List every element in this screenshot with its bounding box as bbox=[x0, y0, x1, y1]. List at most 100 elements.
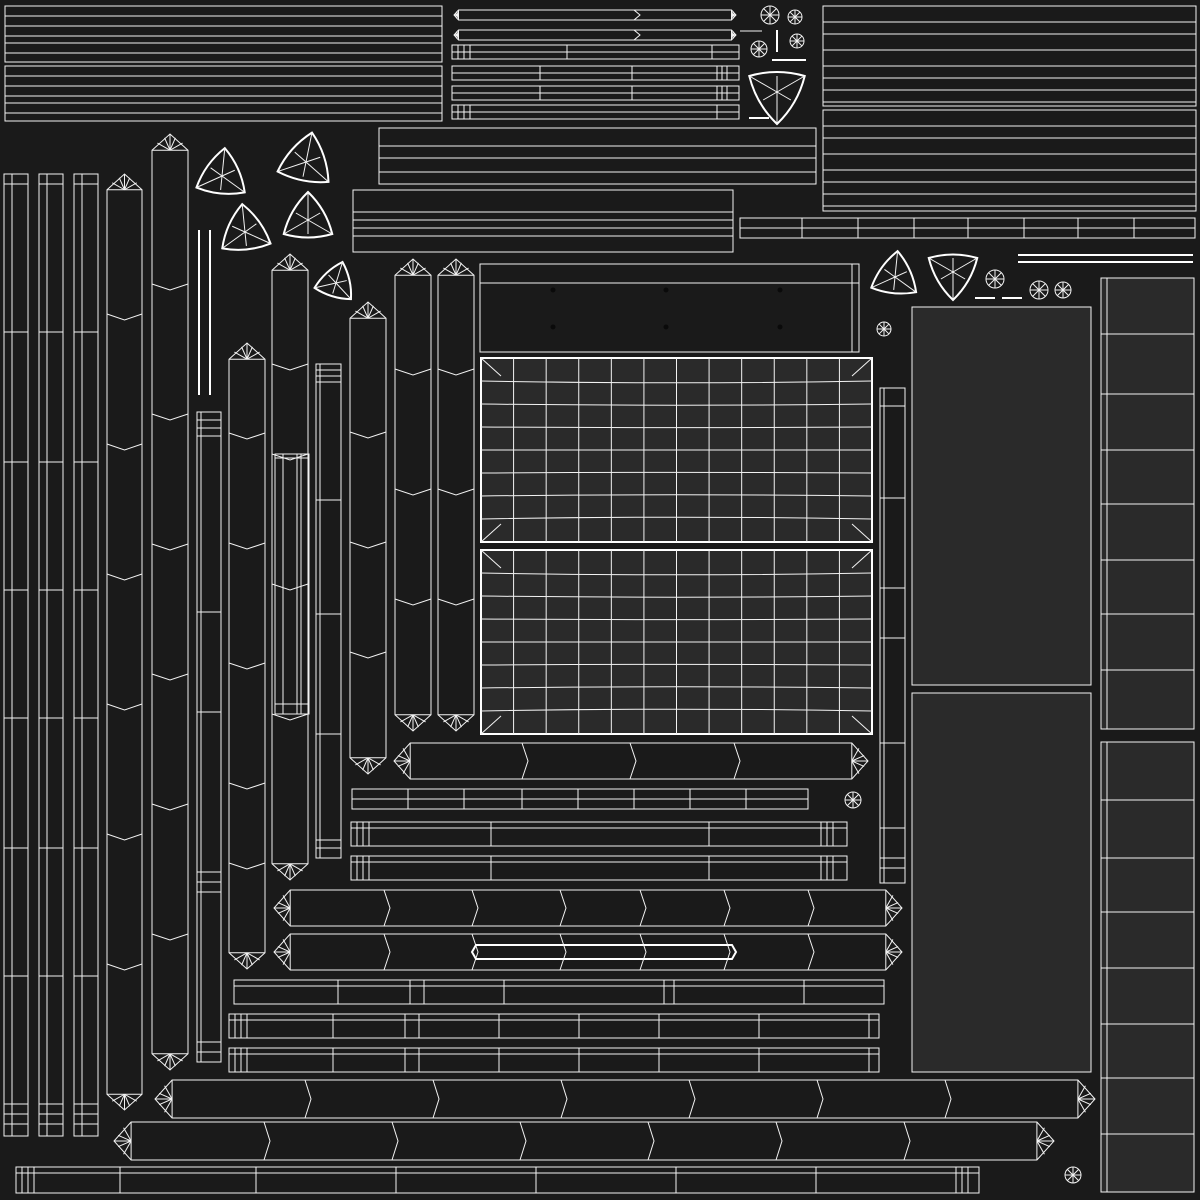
h-post-c-cap-right bbox=[885, 946, 899, 953]
rosette-top-b-spoke bbox=[789, 16, 796, 23]
left-post-d-cap-top bbox=[289, 257, 296, 271]
left-post-d-seg bbox=[271, 363, 309, 371]
left-post-a-seg bbox=[106, 443, 143, 451]
rosette-top-b-spoke bbox=[794, 11, 801, 18]
gem-top-spoke bbox=[776, 75, 805, 93]
left-post-c-seg bbox=[228, 782, 266, 790]
h-post-d-seg bbox=[688, 1079, 696, 1119]
h-post-d-cap-left bbox=[158, 1092, 173, 1100]
h-post-a-cap-left bbox=[402, 760, 411, 774]
gem-e-spoke bbox=[335, 282, 352, 300]
rosette-top-c-spoke bbox=[752, 48, 760, 56]
grid-panel-bottom-corner bbox=[480, 715, 502, 735]
h-post-b-cap-right bbox=[885, 907, 899, 914]
left-post-a-cap-bottom bbox=[118, 1094, 125, 1107]
left-post-g-cap-bottom bbox=[450, 714, 457, 728]
h-post-c-seg bbox=[471, 933, 479, 971]
gem-f-spoke bbox=[893, 276, 896, 290]
h-post-c-cap-right bbox=[885, 939, 894, 953]
left-post-e-cap-top bbox=[367, 305, 374, 319]
left-post-c-seg bbox=[228, 542, 266, 550]
h-post-d-seg bbox=[560, 1079, 568, 1119]
rosette-right-c-spoke bbox=[1056, 289, 1064, 297]
grid-panel-bottom-row bbox=[480, 618, 873, 621]
top-left-stripes-a bbox=[4, 5, 443, 63]
h-post-c-seg bbox=[639, 933, 647, 971]
gem-c-spoke bbox=[241, 204, 246, 233]
h-post-a-cap-right bbox=[851, 748, 860, 762]
left-post-e-cap-bottom bbox=[362, 757, 369, 771]
rosette-top-c-spoke bbox=[758, 42, 766, 50]
rosette-right-d-spoke bbox=[883, 328, 890, 335]
grid-panel-top-row bbox=[480, 494, 873, 497]
left-post-b-cap-bottom bbox=[164, 1053, 171, 1067]
gem-a bbox=[195, 146, 246, 195]
h-post-a-cap-right bbox=[851, 755, 865, 762]
h-post-d-seg bbox=[304, 1079, 312, 1119]
cushion-a bbox=[911, 306, 1092, 686]
left-post-c-seg bbox=[228, 862, 266, 870]
left-plank-b bbox=[38, 173, 64, 1137]
gem-a-spoke bbox=[221, 169, 235, 177]
left-post-e-cap-top bbox=[367, 310, 381, 319]
left-post-e-cap-bottom bbox=[355, 757, 369, 766]
gem-g-spoke bbox=[952, 271, 966, 280]
h-post-e-cap-right bbox=[1036, 1127, 1045, 1142]
gem-d bbox=[282, 190, 334, 239]
h-plank-g bbox=[15, 1166, 980, 1194]
grid-panel-top-corner bbox=[851, 357, 873, 377]
h-post-a-cap-left bbox=[397, 755, 411, 762]
rosette-right-d-spoke bbox=[878, 328, 885, 335]
gem-g-spoke bbox=[940, 271, 954, 280]
rosette-bottom-spoke bbox=[1066, 1168, 1074, 1176]
h-post-a-cap-left bbox=[402, 748, 411, 762]
rosette-mid-spoke bbox=[846, 793, 854, 801]
grid-panel-top-corner bbox=[480, 523, 502, 543]
rosette-right-c-spoke bbox=[1062, 289, 1070, 297]
left-post-d-cap-top bbox=[277, 262, 291, 271]
gem-f-spoke bbox=[894, 251, 899, 278]
gem-e bbox=[313, 260, 353, 301]
left-post-c-cap-bottom bbox=[234, 952, 248, 961]
left-post-c-seg bbox=[228, 432, 266, 440]
h-post-b-cap-left bbox=[282, 907, 291, 921]
left-plank-c bbox=[73, 173, 99, 1137]
left-post-e-cap-top bbox=[362, 305, 369, 319]
left-post-g-cap-bottom bbox=[455, 714, 469, 723]
h-post-e-seg bbox=[903, 1121, 911, 1161]
grid-panel-top-corner bbox=[480, 357, 502, 377]
left-post-a-cap-bottom bbox=[124, 1093, 137, 1102]
left-post-c-cap-bottom bbox=[246, 952, 260, 961]
left-post-f-cap-top bbox=[412, 262, 419, 276]
gem-top bbox=[748, 71, 806, 126]
h-post-d-seg bbox=[432, 1079, 440, 1119]
h-post-c-seg bbox=[723, 933, 731, 971]
mid-stripes-b bbox=[352, 189, 734, 253]
rosette-top-d-spoke bbox=[791, 40, 798, 47]
gem-c-spoke bbox=[232, 225, 246, 233]
h-post-a-cap-right bbox=[851, 760, 860, 774]
rosette-top-c-spoke bbox=[752, 42, 760, 50]
h-post-b-seg bbox=[471, 889, 479, 927]
left-post-b-cap-top bbox=[157, 142, 171, 151]
h-post-c-cap-left bbox=[282, 939, 291, 953]
h-post-c-cap-left bbox=[282, 951, 291, 965]
board-dot bbox=[550, 287, 556, 293]
left-post-a-seg bbox=[106, 703, 143, 711]
rosette-top-d-spoke bbox=[791, 35, 798, 42]
left-post-e-seg bbox=[349, 651, 387, 659]
h-post-d-cap-right bbox=[1077, 1085, 1086, 1100]
dotted-board bbox=[479, 263, 860, 353]
left-post-g-seg bbox=[437, 368, 475, 376]
left-post-b-seg bbox=[151, 283, 189, 291]
left-post-g-cap-top bbox=[455, 262, 462, 276]
rosette-bottom-spoke bbox=[1072, 1174, 1080, 1182]
grid-panel-bottom-row bbox=[480, 572, 873, 576]
gem-d-spoke bbox=[307, 219, 333, 235]
h-post-a-seg bbox=[733, 742, 741, 780]
h-post-d-cap-right bbox=[1077, 1092, 1092, 1100]
left-post-d-cap-bottom bbox=[284, 863, 291, 877]
h-post-e-cap-left bbox=[123, 1127, 132, 1142]
mid-stripes-a bbox=[378, 127, 817, 185]
left-post-d-cap-bottom bbox=[277, 863, 291, 872]
